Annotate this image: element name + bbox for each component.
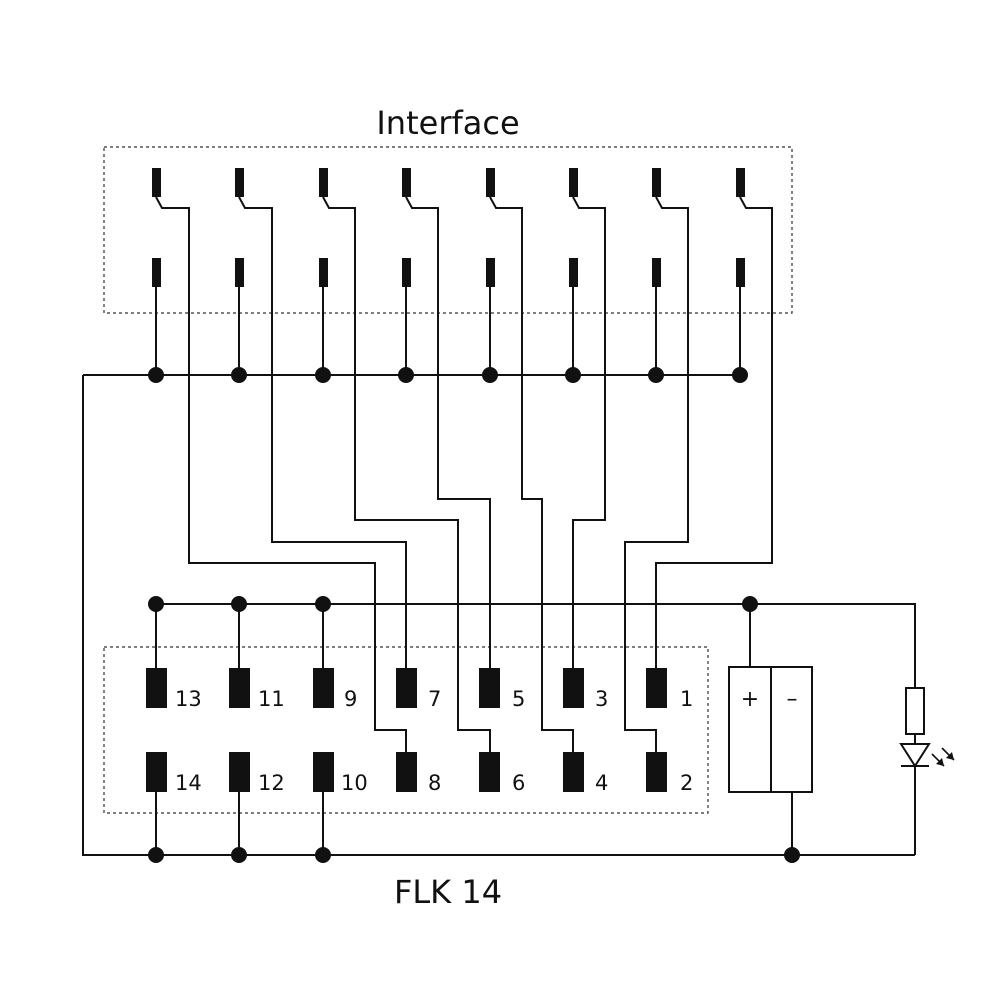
- terminal: [563, 752, 584, 792]
- interface-pin: [652, 168, 661, 197]
- signal-wire: [572, 196, 606, 668]
- signal-wire: [405, 196, 491, 668]
- common-bus: [82, 287, 915, 856]
- terminal-number: 11: [258, 687, 285, 711]
- interface-pin: [319, 258, 328, 287]
- interface-pin: [152, 258, 161, 287]
- terminal-number: 4: [595, 771, 608, 795]
- signal-wire: [155, 196, 407, 752]
- terminal: [313, 668, 334, 708]
- terminal: [646, 752, 667, 792]
- terminal-number: 9: [344, 687, 357, 711]
- interface-pin: [235, 258, 244, 287]
- signal-wire: [655, 196, 773, 668]
- junction-dot: [482, 367, 498, 383]
- junction-dot: [315, 847, 331, 863]
- terminal-number: 13: [175, 687, 202, 711]
- psu-minus-sign: –: [787, 687, 798, 712]
- interface-pin: [235, 168, 244, 197]
- junction-dot: [784, 847, 800, 863]
- junction-dot: [648, 367, 664, 383]
- terminal-number: 3: [595, 687, 608, 711]
- led-icon: [899, 743, 955, 855]
- interface-pin: [319, 168, 328, 197]
- terminal-number: 8: [428, 771, 441, 795]
- interface-pin: [569, 168, 578, 197]
- interface-pin: [152, 168, 161, 197]
- signal-wire: [322, 196, 491, 752]
- interface-pin: [486, 168, 495, 197]
- terminal-number: 6: [512, 771, 525, 795]
- terminal: [396, 668, 417, 708]
- terminal: [229, 668, 250, 708]
- interface-pin: [569, 258, 578, 287]
- junction-dot: [148, 596, 164, 612]
- terminal: [479, 668, 500, 708]
- interface-box: [103, 146, 793, 314]
- terminal: [146, 752, 167, 792]
- terminal: [146, 668, 167, 708]
- junction-dot: [231, 847, 247, 863]
- junction-dot: [565, 367, 581, 383]
- psu-plus-sign: +: [741, 687, 759, 712]
- interface-pins: [152, 168, 745, 287]
- terminal-number: 5: [512, 687, 525, 711]
- terminal: [229, 752, 250, 792]
- interface-pin: [402, 258, 411, 287]
- terminal: [396, 752, 417, 792]
- terminal-number: 12: [258, 771, 285, 795]
- flk-label: FLK 14: [394, 873, 502, 911]
- supply-rail: [148, 596, 916, 863]
- junction-dot: [742, 596, 758, 612]
- terminal-number: 2: [680, 771, 693, 795]
- terminal-number: 1: [680, 687, 693, 711]
- terminal: [563, 668, 584, 708]
- resistor-icon: [905, 687, 925, 744]
- terminal-number: 10: [341, 771, 368, 795]
- interface-pin: [402, 168, 411, 197]
- junction-dot: [148, 847, 164, 863]
- terminal-number: 14: [175, 771, 202, 795]
- interface-pin: [736, 168, 745, 197]
- junction-dot: [398, 367, 414, 383]
- signal-wire: [489, 196, 574, 752]
- junction-dot: [732, 367, 748, 383]
- signal-wires: [155, 196, 773, 752]
- flk-terminals: [146, 668, 667, 792]
- terminal: [646, 668, 667, 708]
- signal-wire: [238, 196, 407, 668]
- signal-wire: [624, 196, 689, 752]
- interface-pin: [652, 258, 661, 287]
- junction-dot: [148, 367, 164, 383]
- power-supply-icon: + –: [728, 666, 813, 793]
- terminal: [313, 752, 334, 792]
- junction-dot: [315, 596, 331, 612]
- terminal: [479, 752, 500, 792]
- junction-dot: [315, 367, 331, 383]
- interface-label: Interface: [376, 104, 519, 142]
- junction-dot: [231, 367, 247, 383]
- junction-dot: [231, 596, 247, 612]
- terminal-numbers: 13 11 9 7 5 3 1 14 12 10 8 6 4 2: [175, 687, 693, 795]
- interface-pin: [736, 258, 745, 287]
- terminal-number: 7: [428, 687, 441, 711]
- interface-pin: [486, 258, 495, 287]
